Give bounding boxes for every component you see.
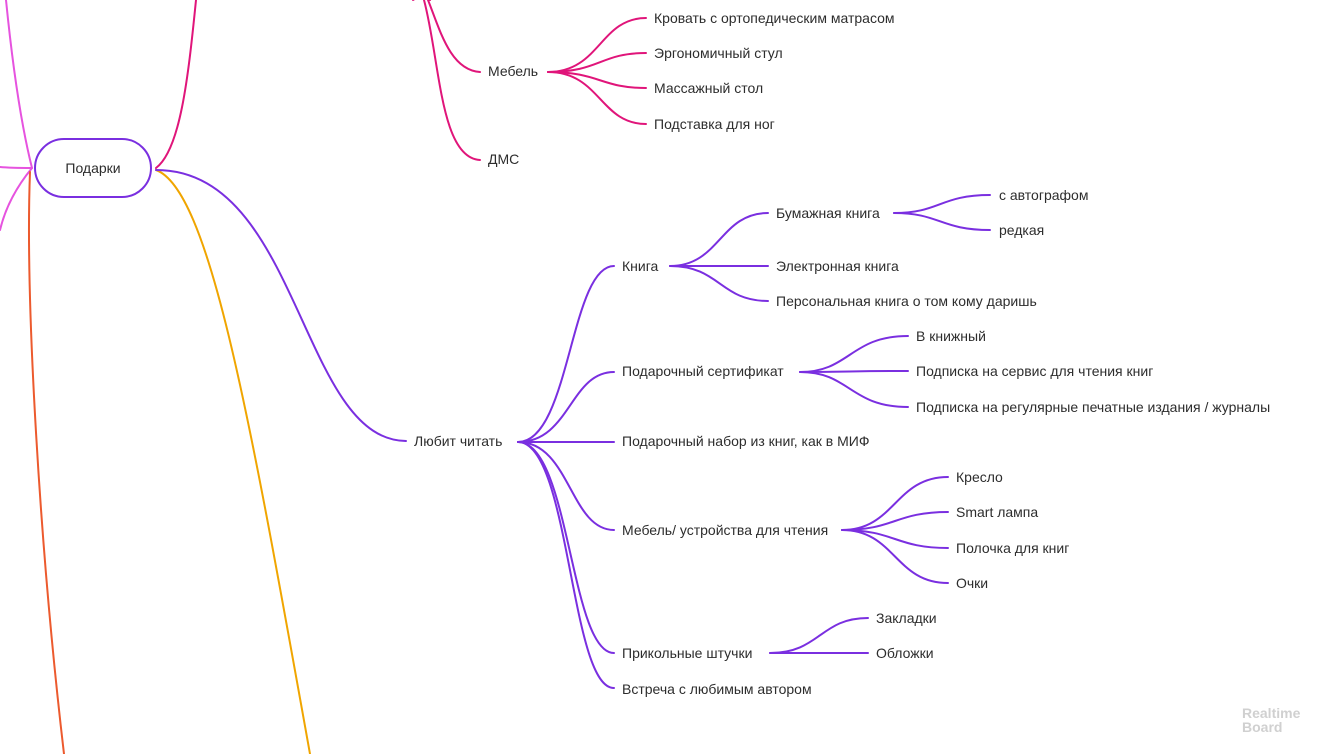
node-certificate-item[interactable]: Подписка на регулярные печатные издания … xyxy=(916,399,1271,415)
node-fun[interactable]: Прикольные штучки xyxy=(622,645,753,661)
edge-root-left-top xyxy=(5,0,33,169)
node-certificate[interactable]: Подарочный сертификат xyxy=(622,363,784,379)
edge-paper-autograph xyxy=(893,194,991,214)
watermark-line1: Realtime xyxy=(1242,705,1301,721)
edge-root-left-mid xyxy=(0,166,33,169)
edge-root-up-magenta xyxy=(155,0,197,169)
edge-reading-book xyxy=(517,265,615,443)
edge-cert-2 xyxy=(799,370,909,373)
node-dms[interactable]: ДМС xyxy=(488,151,520,167)
edge-dev-3 xyxy=(841,529,949,549)
root-node-gifts[interactable]: Подарки xyxy=(34,138,152,198)
node-fun-item[interactable]: Обложки xyxy=(876,645,934,661)
node-ebook[interactable]: Электронная книга xyxy=(776,258,899,274)
edge-root-reading xyxy=(155,169,407,442)
node-certificate-item[interactable]: Подписка на сервис для чтения книг xyxy=(916,363,1154,379)
edge-book-paper xyxy=(669,212,769,267)
node-reading[interactable]: Любит читать xyxy=(414,433,503,449)
node-furniture-item[interactable]: Кровать с ортопедическим матрасом xyxy=(654,10,895,26)
edge-to-furniture xyxy=(427,0,481,73)
edge-furniture-2 xyxy=(547,52,647,73)
node-book[interactable]: Книга xyxy=(622,258,659,274)
edge-root-down-red xyxy=(28,171,65,754)
edge-reading-certificate xyxy=(517,371,615,443)
node-devices-item[interactable]: Полочка для книг xyxy=(956,540,1070,556)
node-fun-item[interactable]: Закладки xyxy=(876,610,937,626)
node-furniture-item[interactable]: Подставка для ног xyxy=(654,116,775,132)
node-paper-book[interactable]: Бумажная книга xyxy=(776,205,880,221)
edge-cert-3 xyxy=(799,371,909,408)
edge-furniture-4 xyxy=(547,71,647,125)
node-devices-item[interactable]: Кресло xyxy=(956,469,1003,485)
node-personal-book[interactable]: Персональная книга о том кому даришь xyxy=(776,293,1037,309)
edge-reading-meeting xyxy=(517,441,615,689)
edge-to-dms xyxy=(423,0,481,161)
node-devices-item[interactable]: Smart лампа xyxy=(956,504,1039,520)
node-devices[interactable]: Мебель/ устройства для чтения xyxy=(622,522,829,538)
edge-reading-devices xyxy=(517,441,615,531)
edge-book-personal xyxy=(669,265,769,302)
node-certificate-item[interactable]: В книжный xyxy=(916,328,986,344)
edge-cert-1 xyxy=(799,335,909,373)
node-paper-rare[interactable]: редкая xyxy=(999,222,1045,238)
watermark-line2: Board xyxy=(1242,719,1283,735)
edge-dev-1 xyxy=(841,476,949,531)
edge-fun-1 xyxy=(769,617,869,654)
node-devices-item[interactable]: Очки xyxy=(956,575,989,591)
edge-furniture-3 xyxy=(547,71,647,89)
node-meeting-author[interactable]: Встреча с любимым автором xyxy=(622,681,812,697)
edge-furniture-1 xyxy=(547,17,647,73)
edge-root-orange xyxy=(155,169,311,754)
edge-dev-4 xyxy=(841,529,949,584)
realtimeboard-logo: Realtime Board xyxy=(1242,706,1322,734)
node-furniture-item[interactable]: Эргономичный стул xyxy=(654,45,783,61)
node-furniture-item[interactable]: Массажный стол xyxy=(654,80,764,96)
edge-dev-2 xyxy=(841,511,949,531)
root-node-label: Подарки xyxy=(65,160,121,176)
node-furniture[interactable]: Мебель xyxy=(488,63,539,79)
node-paper-autograph[interactable]: с автографом xyxy=(999,187,1089,203)
edge-root-left-bottom xyxy=(0,167,33,231)
node-gift-set[interactable]: Подарочный набор из книг, как в МИФ xyxy=(622,433,870,449)
edge-paper-rare xyxy=(893,212,991,231)
